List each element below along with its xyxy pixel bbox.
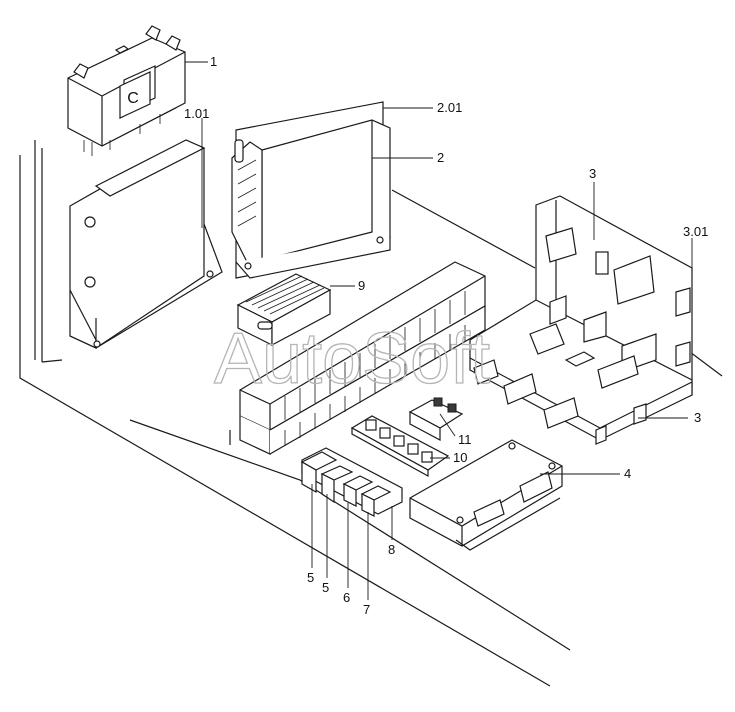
control-module-1[interactable]: C <box>67 25 186 156</box>
callout-2: 2 <box>437 150 444 165</box>
amplifier-9[interactable] <box>236 273 332 347</box>
callout-10: 10 <box>453 450 467 465</box>
mounting-frame <box>19 140 723 687</box>
relay-housing-2[interactable] <box>231 101 391 279</box>
callout-4: 4 <box>624 466 631 481</box>
callout-3-top: 3 <box>589 166 596 181</box>
callout-1: 1 <box>210 54 217 69</box>
connector-11[interactable] <box>408 397 464 441</box>
watermark-text: AutoSoft <box>214 319 490 399</box>
callout-7: 7 <box>363 602 370 617</box>
callout-3-01: 3.01 <box>683 224 708 239</box>
relay-group[interactable] <box>300 447 403 517</box>
callout-2-01: 2.01 <box>437 100 462 115</box>
callout-5b: 5 <box>322 580 329 595</box>
relay-strip-10[interactable] <box>350 415 450 478</box>
interface-board-4[interactable] <box>409 439 563 551</box>
control-board-3[interactable] <box>469 195 693 445</box>
bracket-1-01[interactable] <box>69 139 223 349</box>
wire-channel[interactable] <box>239 261 486 455</box>
leader-lines <box>185 61 693 600</box>
callout-8: 8 <box>388 542 395 557</box>
callout-1-01: 1.01 <box>184 106 209 121</box>
callout-3-right: 3 <box>694 410 701 425</box>
callout-labels: 1 1.01 2.01 2 3 3.01 3 9 11 10 4 8 5 5 6… <box>184 54 708 617</box>
callout-6: 6 <box>343 590 350 605</box>
callout-5a: 5 <box>307 570 314 585</box>
module-1-letter: C <box>127 90 139 107</box>
callout-11: 11 <box>458 432 472 447</box>
callout-9: 9 <box>358 278 365 293</box>
